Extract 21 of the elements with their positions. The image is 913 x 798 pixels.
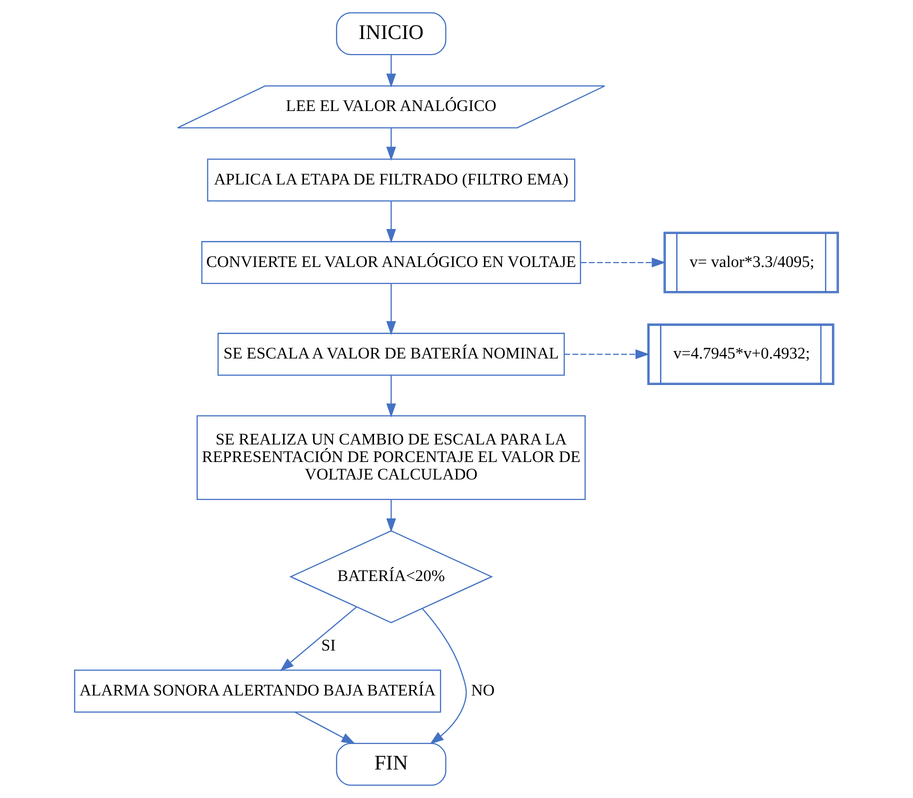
node-box: INICIO bbox=[336, 12, 446, 56]
arrow bbox=[386, 201, 396, 243]
edge-label: NO bbox=[471, 681, 495, 700]
node-box: APLICA LA ETAPA DE FILTRADO (FILTRO EMA) bbox=[207, 158, 576, 202]
edge-label: SI bbox=[321, 636, 336, 655]
node-diamond: BATERÍA<20% bbox=[289, 530, 494, 624]
arrow bbox=[386, 284, 396, 336]
arrow bbox=[422, 608, 467, 744]
arrow bbox=[386, 375, 396, 418]
arrow bbox=[386, 54, 396, 88]
arrow bbox=[294, 712, 356, 744]
node-box: SE ESCALA A VALOR DE BATERÍA NOMINAL bbox=[218, 332, 565, 376]
arrow bbox=[580, 258, 666, 268]
node-box: FIN bbox=[336, 742, 446, 786]
node-box: SE REALIZA UN CAMBIO DE ESCALA PARA LA REPRESENTACIÓN DE PORCENTAJE EL VALOR DE VOLTAJE CALCULADO bbox=[196, 415, 586, 500]
node-box: ALARMA SONORA ALERTANDO BAJA BATERÍA bbox=[74, 670, 442, 713]
arrow bbox=[386, 500, 396, 532]
arrow bbox=[280, 606, 357, 672]
arrow bbox=[564, 349, 650, 360]
arrow bbox=[386, 128, 396, 161]
node-box: CONVIERTE EL VALOR ANALÓGICO EN VOLTAJE bbox=[201, 241, 582, 284]
